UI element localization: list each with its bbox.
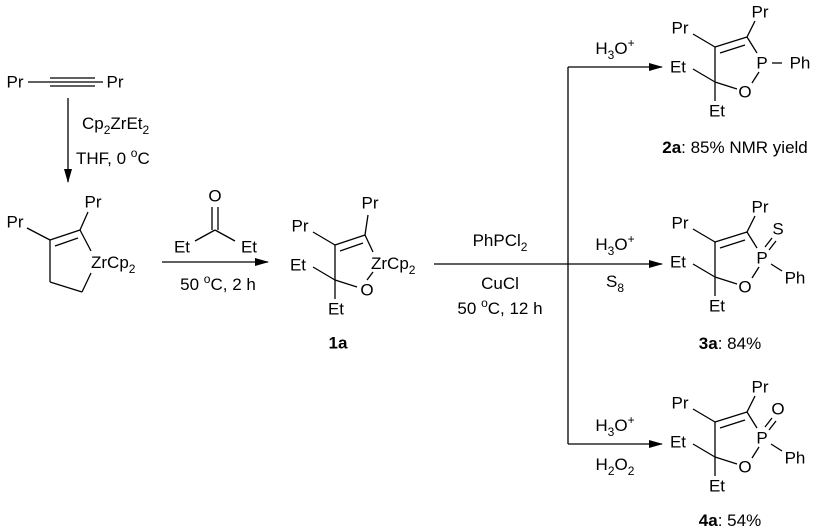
phenyl: Ph — [790, 54, 811, 73]
et-bottom: Et — [709, 102, 725, 121]
product-2a: Pr Pr P Ph O Et Et 2a: 85% NMR yield — [662, 3, 810, 158]
intermediate-1a: Pr Pr ZrCp2 O Et Et 1a — [290, 194, 416, 353]
branch-2a-reagent: H3O+ — [595, 36, 634, 62]
phenyl: Ph — [785, 449, 806, 468]
step3-conditions: 50 oC, 12 h — [457, 296, 542, 318]
phosphorus: P — [756, 429, 767, 448]
et-bottom: Et — [709, 297, 725, 316]
pr-top: Pr — [752, 3, 769, 22]
pr-top: Pr — [752, 378, 769, 397]
et-left: Et — [670, 58, 686, 77]
step1-conditions: THF, 0 oC — [76, 146, 150, 168]
pr-left: Pr — [672, 394, 689, 413]
ring-o: O — [738, 83, 751, 102]
step3-additive: CuCl — [481, 274, 519, 293]
et-left: Et — [670, 253, 686, 272]
oxide-o: O — [771, 400, 784, 419]
step1-reagent: Cp2ZrEt2 — [82, 114, 150, 137]
alkyne: Pr Pr — [7, 73, 124, 92]
phenyl: Ph — [785, 269, 806, 288]
ketone: O Et Et — [174, 187, 257, 257]
pr-left: Pr — [292, 217, 309, 236]
product-4a: Pr Pr P O Ph O Et Et 4a: 54% — [670, 378, 805, 530]
pr-left: Pr — [7, 73, 24, 92]
et-left: Et — [670, 433, 686, 452]
zirconacycle: Pr Pr ZrCp2 — [7, 193, 136, 293]
compound-label: 3a: 84% — [699, 334, 761, 353]
branch-4a-additive: H2O2 — [596, 455, 635, 478]
ring-o: O — [360, 281, 373, 300]
product-3a: Pr Pr P S Ph O Et Et 3a: 84% — [670, 198, 805, 354]
et-bottom: Et — [709, 477, 725, 496]
et-bottom: Et — [328, 300, 344, 319]
thione-s: S — [772, 220, 783, 239]
pr-top: Pr — [85, 193, 102, 212]
ring-o: O — [738, 458, 751, 477]
pr-top: Pr — [752, 198, 769, 217]
pr-left: Pr — [7, 213, 24, 232]
pr-left: Pr — [672, 19, 689, 38]
phosphorus: P — [756, 249, 767, 268]
et-left: Et — [174, 238, 190, 257]
step2-conditions: 50 oC, 2 h — [180, 272, 256, 294]
step3-reagent: PhPCl2 — [473, 231, 528, 254]
branch-3a-reagent: H3O+ — [595, 232, 634, 258]
compound-label: 2a: 85% NMR yield — [662, 138, 808, 157]
et-left: Et — [290, 256, 306, 275]
zr-label: ZrCp2 — [91, 253, 136, 276]
pr-top: Pr — [362, 194, 379, 213]
zr-label: ZrCp2 — [371, 254, 416, 277]
ketone-o: O — [208, 187, 221, 206]
branch-4a-reagent: H3O+ — [595, 413, 634, 439]
pr-right: Pr — [107, 73, 124, 92]
phosphorus: P — [756, 54, 767, 73]
ring-o: O — [738, 278, 751, 297]
et-right: Et — [241, 238, 257, 257]
branch-3a-additive: S8 — [606, 272, 624, 295]
compound-label: 1a — [329, 334, 348, 353]
compound-label: 4a: 54% — [699, 511, 761, 530]
pr-left: Pr — [672, 214, 689, 233]
